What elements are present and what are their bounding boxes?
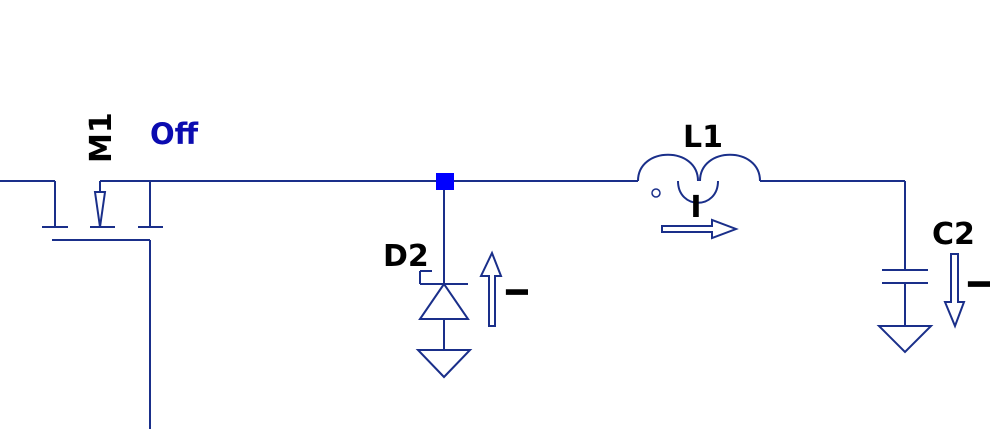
ground-symbol-d2 xyxy=(415,349,473,379)
c2-current-arrow xyxy=(943,253,966,329)
d2-label: D2 xyxy=(383,239,429,274)
l1-current-arrow xyxy=(661,218,739,240)
mosfet-m1 xyxy=(42,181,163,429)
m1-label: M1 xyxy=(84,112,119,163)
polarity-dot xyxy=(651,188,661,198)
c2-label: C2 xyxy=(932,217,975,252)
c2-current-label: I xyxy=(963,278,996,289)
junction-node xyxy=(436,173,454,190)
l1-label: L1 xyxy=(683,120,723,155)
ground-symbol-c2 xyxy=(876,325,934,354)
capacitor-c2 xyxy=(876,181,934,354)
l1-current-label: I xyxy=(690,190,701,225)
m1-state-label: Off xyxy=(150,117,199,151)
diode-d2 xyxy=(415,190,473,379)
d2-current-label: I xyxy=(501,286,536,297)
d2-current-arrow xyxy=(479,250,503,327)
inductor-l1 xyxy=(637,153,761,204)
